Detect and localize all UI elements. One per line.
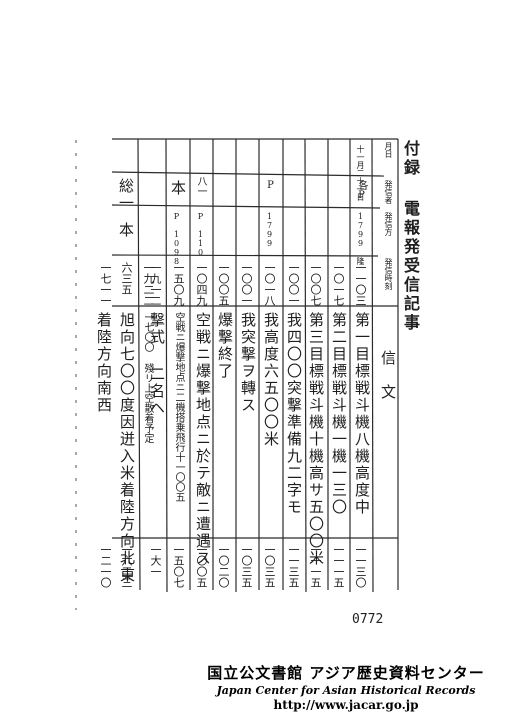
row-time: 一一〇三 — [354, 262, 367, 306]
row-time: 一五〇九 — [172, 262, 185, 306]
row-text: 旭向七〇〇度因迸入米着陸方向北東 — [118, 312, 136, 584]
row-sender: 本 — [117, 222, 135, 239]
row-recv-time: 一〇〇五 — [195, 544, 208, 588]
row-time: 一七一一 — [99, 262, 112, 306]
row-recv-time: 一〇三五 — [263, 544, 276, 588]
row-method: P 110 — [196, 212, 205, 257]
row-recv-time: 一二一〇 — [99, 544, 112, 588]
row-time: 一〇〇七 — [309, 262, 322, 306]
row-sender: P 1098 — [172, 212, 181, 266]
row-time: 一〇〇一 — [287, 262, 300, 306]
row-time: 六三五 — [120, 262, 133, 295]
header-label-method: 発信方 — [384, 212, 393, 236]
row-text: 爆撃終了 — [216, 312, 234, 380]
row-recv-time: 一五〇七 — [172, 544, 185, 588]
row-text: 第三目標戦斗機十機高サ五〇〇米 — [307, 312, 325, 567]
row-date: 本 — [169, 180, 187, 197]
row-recv-time: 一六三三 — [120, 544, 133, 588]
row-method: 1799 — [265, 212, 274, 248]
row-sender: P — [265, 180, 276, 191]
row-text: 一七〇〇 殘リ上空散着予定 — [142, 312, 153, 443]
row-time: 一九一二 — [149, 262, 162, 306]
row-recv-time: 一一三五 — [287, 544, 300, 588]
document-title: 付録 電報発受信記事 — [401, 140, 420, 333]
archive-name-jp: 国立公文書館 アジア歴史資料センター — [207, 664, 485, 682]
row-recv-time: 一一一五 — [332, 544, 345, 588]
row-recv-time: 一〇三五 — [240, 544, 253, 588]
archive-name-en: Japan Center for Asian Historical Record… — [216, 684, 476, 697]
row-recv-time: 一大一 — [149, 544, 162, 577]
row-sender: 各P — [356, 180, 367, 201]
row-method: 1799 隆 — [356, 212, 365, 265]
row-recv-time: 一一三〇 — [354, 544, 367, 588]
header-label-sender: 発信者 — [384, 180, 393, 204]
row-date: 総一 — [117, 178, 135, 212]
row-text: 第二目標戦斗機一機一三〇 — [330, 312, 348, 516]
row-text: 我四〇〇突撃準備九二字モ — [285, 312, 303, 516]
header-labels: 月日 — [384, 142, 393, 158]
row-text: 我突撃ヲ轉ス — [239, 312, 257, 414]
row-time: 一〇〇一 — [240, 262, 253, 306]
row-time: 一〇四九 — [195, 262, 208, 306]
row-date: 十一月二十一日 — [356, 145, 365, 201]
row-text: 空戦ニ爆撃地点ニ二機搭乗飛行十一〇〇五 — [173, 312, 184, 502]
header-label-time: 発信時刻 — [384, 258, 393, 290]
row-time: 一九二二 — [142, 262, 155, 306]
row-recv-time: 一一一五 — [309, 544, 322, 588]
row-date: 八一 — [195, 176, 206, 196]
row-text: 我高度六五〇〇米 — [262, 312, 280, 448]
row-text: 着陸方向南西 — [95, 312, 113, 414]
row-text: 第一目標戦斗機八機高度中 — [353, 312, 371, 516]
row-time: 一〇一七 — [332, 262, 345, 306]
archive-url[interactable]: http://www.jacar.go.jp — [273, 698, 419, 712]
page-number: 0772 — [352, 612, 384, 627]
row-recv-time: 一〇二〇 — [217, 544, 230, 588]
archive-footer: 国立公文書館 アジア歴史資料センター Japan Center for Asia… — [190, 662, 502, 712]
row-text: 撃式 二名ヘ — [148, 312, 166, 417]
text-column-label: 信 文 — [379, 350, 397, 401]
row-text: 空戦ニ爆撃地点ニ於テ敵ニ遭遇ス — [194, 312, 212, 567]
row-time: 一〇〇五 — [217, 262, 230, 306]
row-time: 一〇一八 — [263, 262, 276, 306]
